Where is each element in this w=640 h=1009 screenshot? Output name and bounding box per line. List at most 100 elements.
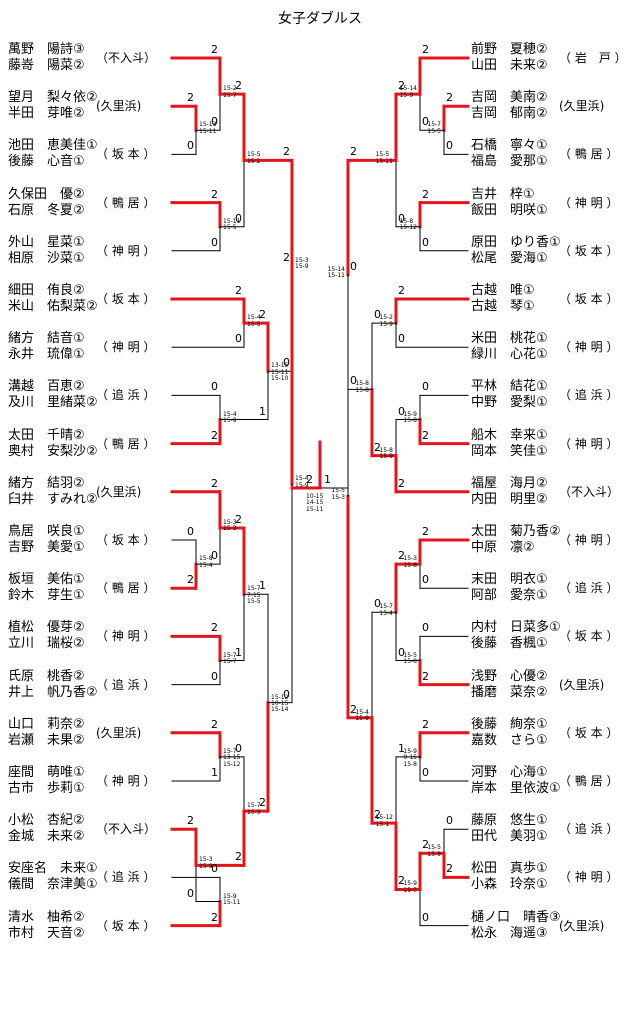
match-score: 15-7 7-15 15-5 xyxy=(247,585,261,606)
school-name: （ 岩 戸 ） xyxy=(559,51,627,65)
school-name: （ 神 明 ） xyxy=(559,340,619,355)
school-name: （ 坂 本 ） xyxy=(559,243,619,258)
match-score: 15-2 15-7 xyxy=(223,85,237,99)
player-name: 吉岡 郁南② xyxy=(471,106,548,122)
school-name: （ 坂 本 ） xyxy=(96,533,156,547)
match-point: 2 xyxy=(422,43,429,56)
match-point: 1 xyxy=(235,645,242,659)
match-point: 2 xyxy=(235,512,242,526)
school-name: （ 神 明 ） xyxy=(96,629,156,644)
player-name: 吉岡 美南② xyxy=(471,90,548,106)
player-name: 内村 日菜多① xyxy=(471,620,561,636)
player-name: 米田 桃花① xyxy=(471,331,548,347)
school-name: （ 坂 本 ） xyxy=(96,147,156,162)
match-point: 2 xyxy=(374,808,381,822)
player-name: 後藤 心音① xyxy=(8,154,85,170)
player-name: 内田 明里② xyxy=(471,491,548,507)
player-name: 山口 莉奈② xyxy=(8,716,85,732)
player-name: 安座名 未来① xyxy=(8,861,98,877)
match-point: 2 xyxy=(398,476,405,490)
match-point: 2 xyxy=(350,702,357,716)
match-score: 10-15 14-15 15-11 xyxy=(306,493,324,513)
match-score: 15-5 15-8 xyxy=(403,651,417,665)
player-name: 井上 帆乃香② xyxy=(8,684,98,700)
match-point: 2 xyxy=(211,187,218,201)
player-name: 鈴木 芽生① xyxy=(8,588,85,604)
player-name: 藤嵜 陽菜② xyxy=(8,58,85,73)
match-point: 2 xyxy=(283,145,290,159)
match-score: 15-13 15-11 xyxy=(199,121,217,135)
match-score: 15-7 13-15 15-12 xyxy=(223,747,241,768)
match-point: 0 xyxy=(446,814,453,828)
school-name: （ 神 明 ） xyxy=(96,340,156,355)
match-score: 15-8 15-9 xyxy=(379,446,393,461)
match-score: 15-12 10-15 15-14 xyxy=(271,693,289,714)
player-name: 米山 佑梨菜② xyxy=(8,299,98,314)
match-point: 2 xyxy=(235,79,242,93)
match-point: 2 xyxy=(283,250,290,264)
player-name: 金城 未来② xyxy=(8,829,85,845)
match-point: 2 xyxy=(374,440,381,454)
player-name: 萬野 陽詩③ xyxy=(8,42,85,57)
match-point: 2 xyxy=(235,284,242,297)
school-name: （ 追 浜 ） xyxy=(559,822,619,837)
match-point: 1 xyxy=(211,766,218,779)
player-name: 松永 海遥③ xyxy=(471,925,548,941)
match-score: 15-5 15-11 xyxy=(375,151,393,165)
school-name: (久里浜) xyxy=(559,918,605,933)
match-score: 15-8 15-12 xyxy=(399,217,417,232)
player-name: 岡本 笑佳① xyxy=(471,443,548,459)
match-point: 2 xyxy=(398,284,405,297)
school-name: （ 坂 本 ） xyxy=(559,725,619,740)
match-point: 0 xyxy=(374,597,381,611)
player-name: 古越 琴① xyxy=(471,299,535,314)
player-name: 岸本 里依波① xyxy=(471,781,561,796)
match-point: 0 xyxy=(235,741,242,755)
match-point: 2 xyxy=(422,717,429,731)
match-score: 15-14 15-11 xyxy=(327,265,345,280)
player-name: 植松 優芽② xyxy=(8,620,85,636)
school-name: （ 神 明 ） xyxy=(559,533,619,547)
school-name: （ 追 浜 ） xyxy=(559,388,619,403)
player-name: 石橋 寧々① xyxy=(471,138,548,154)
match-score: 15-8 15-4 xyxy=(199,555,213,569)
player-name: 岩瀬 未果② xyxy=(8,732,85,748)
school-name: （ 鴨 居 ） xyxy=(559,774,619,788)
school-name: （ 追 浜 ） xyxy=(96,870,156,885)
player-name: 藤原 悠生① xyxy=(471,813,548,829)
match-score: 15-3 15-3 xyxy=(223,518,237,533)
match-point: 2 xyxy=(211,621,218,635)
match-score: 15-9 15-7 xyxy=(403,880,417,894)
match-point: 0 xyxy=(235,211,242,225)
match-point: 2 xyxy=(211,476,218,490)
player-name: 市村 天音② xyxy=(8,925,85,941)
player-name: 山田 未来② xyxy=(471,58,548,73)
match-point: 0 xyxy=(446,139,453,153)
player-name: 福屋 海月② xyxy=(471,475,548,491)
match-point: 2 xyxy=(422,669,429,683)
match-score: 15-9 15-8 xyxy=(403,410,417,424)
match-point: 2 xyxy=(259,796,266,810)
match-score: 15-12 15-1 xyxy=(375,814,393,828)
player-name: 松尾 愛海① xyxy=(471,250,548,266)
match-point: 2 xyxy=(211,910,218,924)
player-name: 船木 幸来① xyxy=(471,427,548,443)
match-point: 2 xyxy=(422,838,429,852)
match-point: 2 xyxy=(187,91,194,105)
match-point: 2 xyxy=(422,187,429,201)
school-name: （ 追 浜 ） xyxy=(96,388,156,403)
player-name: 緒方 結音① xyxy=(8,331,85,347)
player-name: 半田 芽唯② xyxy=(8,106,85,122)
match-point: 2 xyxy=(306,473,313,486)
match-point: 0 xyxy=(398,645,405,659)
match-point: 2 xyxy=(398,79,405,93)
player-name: 河野 心海① xyxy=(471,765,548,780)
school-name: （不入斗） xyxy=(96,51,157,65)
match-point: 2 xyxy=(350,145,357,159)
match-score: 15-5 15-3 xyxy=(331,487,345,501)
match-score: 15-4 15-9 xyxy=(295,475,309,489)
player-name: 中原 凛② xyxy=(471,540,535,555)
match-point: 2 xyxy=(259,308,266,322)
match-score: 15-14 15-9 xyxy=(399,85,417,99)
